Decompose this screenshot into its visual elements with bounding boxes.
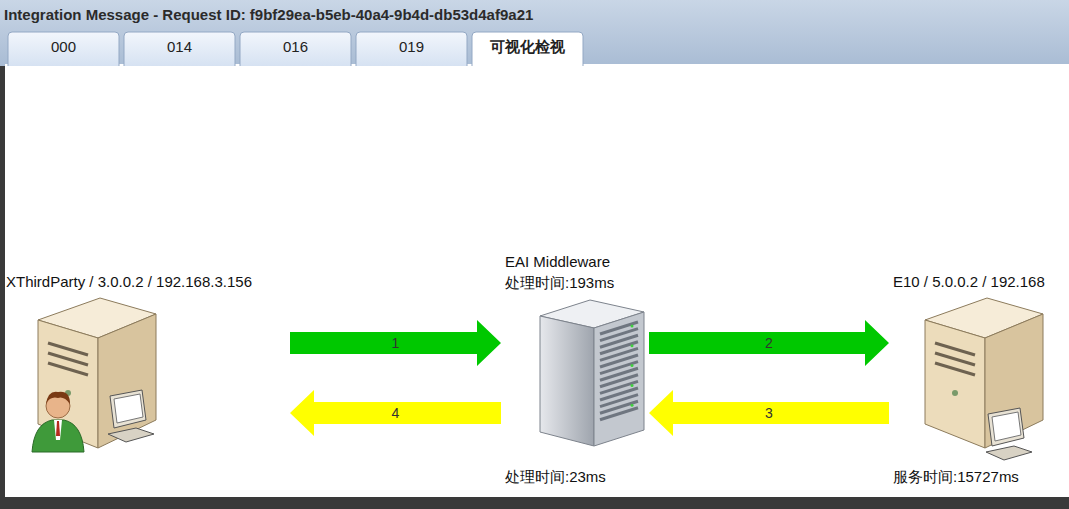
server-node: XThirdParty / 3.0.0.2 / 192.168.3.156 — [6, 271, 286, 457]
tab-label: 016 — [240, 38, 351, 55]
tab-shape — [472, 32, 583, 66]
tab-label: 可视化检视 — [472, 38, 583, 57]
server-node: EAI Middleware处理时间:193ms 处理时间:23ms — [505, 251, 645, 487]
tab-shape — [240, 32, 351, 66]
step-number: 3 — [763, 405, 775, 421]
tab-label: 014 — [124, 38, 235, 55]
header-bar — [0, 0, 1069, 66]
title-wrap: Integration Message - Request ID: f9bf29… — [4, 6, 533, 23]
tab-label: 019 — [356, 38, 467, 55]
tab-wrap: 可视化检视 — [472, 38, 583, 57]
server-node: E10 / 5.0.0.2 / 192.168 服务时间:15727ms — [893, 271, 1063, 487]
arrow-label-wrap: 1 — [390, 335, 402, 351]
tab-wrap: 014 — [124, 38, 235, 55]
tab-wrap: 019 — [356, 38, 467, 55]
block-arrow — [649, 320, 889, 366]
tab-wrap: 016 — [240, 38, 351, 55]
arrow-label-wrap: 3 — [763, 405, 775, 421]
content-panel — [5, 64, 1069, 497]
monitor-icon — [108, 390, 154, 442]
window-title: Integration Message - Request ID: f9bf29… — [4, 6, 533, 23]
block-arrow — [290, 320, 501, 366]
monitor-icon — [986, 408, 1032, 460]
arrow-label-wrap: 2 — [763, 335, 775, 351]
arrow-label-wrap: 4 — [390, 405, 402, 421]
node-heading: E10 / 5.0.0.2 / 192.168 — [893, 271, 1045, 292]
user-icon — [32, 392, 84, 452]
server-tower-icon — [38, 298, 156, 448]
timing-label: 处理时间:193ms — [505, 272, 614, 293]
block-arrow — [290, 390, 501, 436]
tab-shape — [356, 32, 467, 66]
tab-wrap: 000 — [8, 38, 119, 55]
tab-shape — [124, 32, 235, 66]
timing-label: 处理时间:23ms — [505, 466, 606, 487]
server-tower-icon — [925, 298, 1043, 448]
step-number: 2 — [763, 335, 775, 351]
step-number: 1 — [390, 335, 402, 351]
block-arrow — [649, 390, 889, 436]
tab-shape — [8, 32, 119, 66]
node-heading: XThirdParty / 3.0.0.2 / 192.168.3.156 — [6, 271, 252, 292]
step-number: 4 — [390, 405, 402, 421]
middleware-server-icon — [540, 300, 644, 446]
tab-label: 000 — [8, 38, 119, 55]
node-heading: EAI Middleware — [505, 251, 610, 272]
timing-label: 服务时间:15727ms — [893, 466, 1019, 487]
